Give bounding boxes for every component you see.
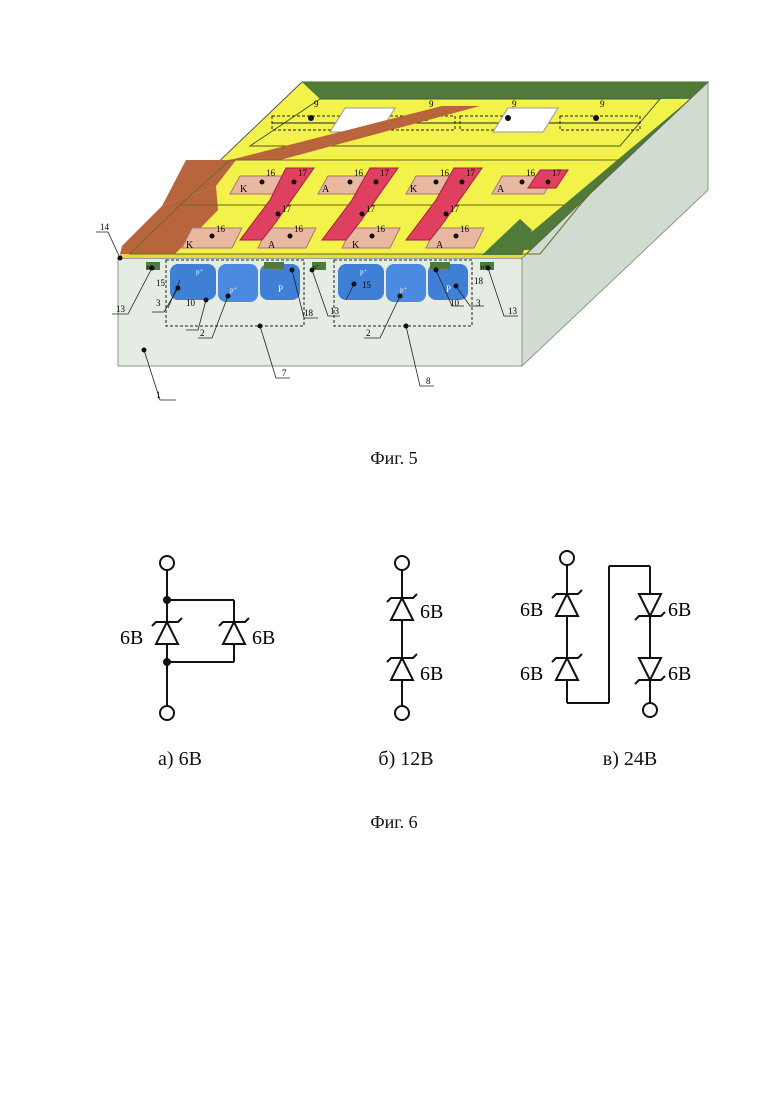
oxide-front-edge — [118, 254, 526, 258]
zener-icon — [552, 654, 582, 680]
callout-14: 14 — [100, 222, 110, 232]
region-p-plus-1: p⁺ — [196, 268, 204, 276]
callout-10b: 10 — [450, 298, 460, 308]
n-plus-left-b — [264, 262, 284, 269]
callout-3b: 3 — [476, 298, 481, 308]
callout-18c: 17 — [466, 168, 476, 178]
callout-9a: 9 — [314, 99, 319, 109]
pad-label-k2: K — [410, 184, 418, 195]
circuit-a-label-left: 6В — [120, 627, 143, 649]
callout-1: 1 — [156, 390, 161, 400]
zener-icon — [152, 618, 182, 644]
circuit-a-label-right: 6В — [252, 627, 275, 649]
callout-18f: 17 — [366, 204, 376, 214]
callout-18g: 17 — [450, 204, 460, 214]
callout-8: 8 — [426, 376, 431, 386]
pad-label-a3: A — [268, 240, 276, 251]
pad-label-k3: K — [186, 240, 194, 251]
figure-6-circuits: 6В 6В 6В 6В 6В 6В 6В 6В — [0, 520, 780, 780]
region-p-1: P — [278, 284, 283, 294]
diffusion-p-left — [218, 264, 258, 302]
callout-17e: 16 — [216, 224, 226, 234]
diffusion-p-right — [386, 264, 426, 302]
callout-17h: 16 — [460, 224, 470, 234]
circuit-c-caption: в) 24В — [570, 748, 690, 771]
circuit-c-label-2: 6В — [520, 663, 543, 685]
circuit-c-label-4: 6В — [668, 663, 691, 685]
callout-15a: 15 — [156, 278, 166, 288]
circuit-c-label-1: 6В — [520, 599, 543, 621]
pad-label-a1: A — [322, 184, 330, 195]
diffusion-p-plus-left — [170, 264, 216, 300]
pad-label-a4: A — [436, 240, 444, 251]
circuit-a-caption: а) 6В — [120, 748, 240, 771]
callout-13c: 13 — [508, 306, 518, 316]
zener-icon — [635, 658, 665, 684]
callout-2b: 2 — [366, 328, 371, 338]
circuit-b-series — [387, 556, 417, 720]
pad-label-a2: A — [497, 184, 505, 195]
region-p-plus-3: p⁺ — [360, 268, 368, 276]
callout-9b: 9 — [429, 99, 434, 109]
callout-3a: 3 — [156, 298, 161, 308]
circuit-b-label-bottom: 6В — [420, 663, 443, 685]
circuit-a-parallel — [152, 556, 249, 720]
region-p-2: P — [446, 284, 451, 294]
callout-15b: 15 — [362, 280, 372, 290]
callout-18b: 17 — [380, 168, 390, 178]
callout-10a: 10 — [186, 298, 196, 308]
circuit-c-label-3: 6В — [668, 599, 691, 621]
figure-5-device-structure: 9 9 9 9 K A K A K A K A — [0, 0, 780, 420]
callout-17b: 16 — [354, 168, 364, 178]
circuit-c-series-four — [552, 551, 665, 717]
figure-6-caption: Фиг. 6 — [294, 812, 494, 833]
callout-7: 7 — [282, 368, 287, 378]
pad-label-k4: K — [352, 240, 360, 251]
figure-5-caption: Фиг. 5 — [294, 448, 494, 469]
region-p-plus-2: p⁺ — [230, 286, 238, 294]
callout-9c: 9 — [512, 99, 517, 109]
guard-ring-top — [302, 82, 708, 99]
zener-icon — [635, 594, 665, 620]
callout-17f: 16 — [294, 224, 304, 234]
callout-13b: 13 — [330, 306, 340, 316]
n-plus-right-a — [430, 262, 450, 269]
callout-16b: 18 — [474, 276, 484, 286]
junction-dot — [163, 658, 171, 666]
circuit-b-caption: б) 12В — [346, 748, 466, 771]
callout-17g: 16 — [376, 224, 386, 234]
zener-icon — [387, 654, 417, 680]
callout-2a: 2 — [200, 328, 205, 338]
callout-13a: 13 — [116, 304, 126, 314]
callout-16a: 18 — [304, 308, 314, 318]
callout-17a: 16 — [266, 168, 276, 178]
callout-17c: 16 — [440, 168, 450, 178]
zener-icon — [552, 590, 582, 616]
pad-label-k1: K — [240, 184, 248, 195]
callout-18e: 17 — [282, 204, 292, 214]
callout-18d: 17 — [552, 168, 562, 178]
zener-icon — [219, 618, 249, 644]
callout-9d: 9 — [600, 99, 605, 109]
callout-18a: 17 — [298, 168, 308, 178]
zener-icon — [387, 594, 417, 620]
callout-17d: 16 — [526, 168, 536, 178]
junction-dot — [163, 596, 171, 604]
circuit-b-label-top: 6В — [420, 601, 443, 623]
region-p-plus-4: p⁺ — [400, 286, 408, 294]
